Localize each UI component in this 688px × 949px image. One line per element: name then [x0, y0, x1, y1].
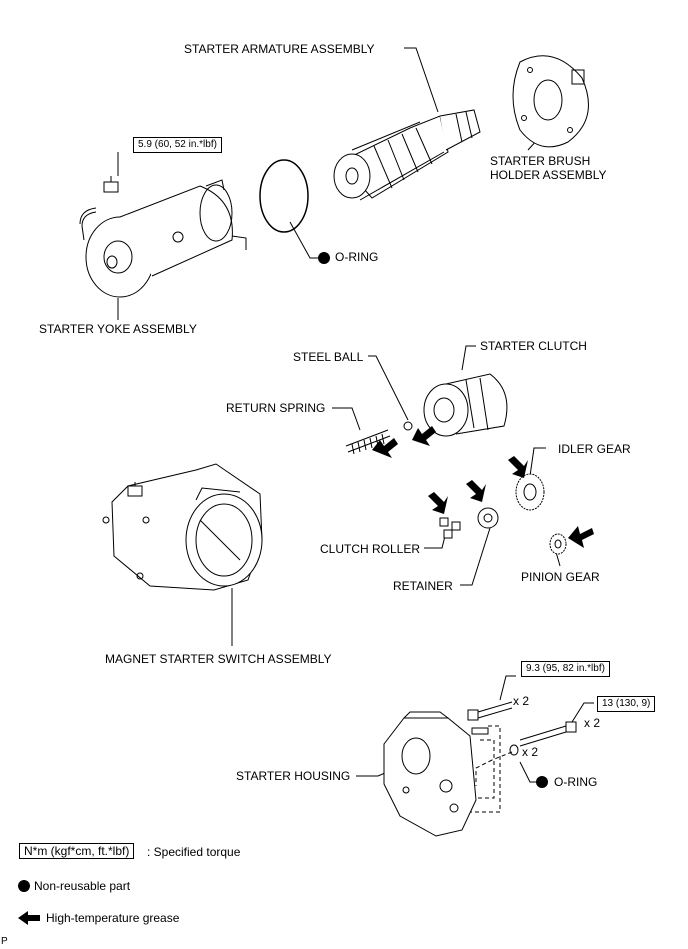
- leader-torque-short: [499, 675, 516, 701]
- legend-torque-unit: N*m (kgf*cm, ft.*lbf): [19, 843, 135, 859]
- pinion-gear-drawing: [549, 533, 567, 555]
- small-bolt-drawing: [471, 727, 489, 735]
- label-magnet-starter-switch-assembly: MAGNET STARTER SWITCH ASSEMBLY: [105, 652, 332, 666]
- label-starter-brush-holder-line1: STARTER BRUSH: [490, 154, 591, 168]
- non-reusable-marker-bottom: [536, 776, 548, 788]
- multiplier-short-bolt: x 2: [513, 694, 530, 708]
- footer-code: P: [1, 936, 8, 947]
- grease-arrow-spring: [372, 438, 398, 458]
- magnet-switch-drawing: [102, 463, 263, 591]
- label-pinion-gear: PINION GEAR: [521, 570, 600, 584]
- leader-o-ring-top: [289, 221, 318, 259]
- label-starter-housing: STARTER HOUSING: [236, 769, 351, 783]
- label-o-ring-top: O-RING: [335, 250, 379, 264]
- label-starter-yoke-assembly: STARTER YOKE ASSEMBLY: [39, 322, 197, 336]
- leader-starter-clutch: [461, 345, 476, 371]
- label-steel-ball: STEEL BALL: [293, 350, 364, 364]
- leader-idler-gear: [529, 447, 546, 477]
- label-idler-gear: IDLER GEAR: [558, 442, 631, 456]
- clutch-roller-drawing: [439, 517, 461, 539]
- legend-grease-arrow: [18, 911, 40, 925]
- label-starter-clutch: STARTER CLUTCH: [480, 339, 587, 353]
- label-clutch-roller: CLUTCH ROLLER: [320, 542, 421, 556]
- leader-clutch-roller: [424, 531, 447, 549]
- grease-arrow-ball: [412, 426, 436, 446]
- o-ring-bottom-drawing: [509, 744, 519, 756]
- return-spring-drawing: [345, 429, 391, 455]
- non-reusable-marker-top: [318, 252, 330, 264]
- long-bolt-drawing: [519, 721, 577, 747]
- grease-arrow-roller: [428, 492, 448, 514]
- leader-torque-long: [571, 702, 594, 723]
- label-starter-brush-holder-line2: HOLDER ASSEMBLY: [490, 168, 607, 182]
- multiplier-o-ring: x 2: [522, 745, 539, 759]
- grease-arrow-pinion: [568, 526, 594, 548]
- legend-non-reusable: Non-reusable part: [34, 879, 131, 893]
- starter-clutch-drawing: [423, 373, 508, 437]
- leader-armature: [404, 47, 439, 113]
- legend-grease: High-temperature grease: [46, 911, 180, 925]
- label-starter-armature-assembly: STARTER ARMATURE ASSEMBLY: [184, 42, 375, 56]
- label-retainer: RETAINER: [393, 579, 453, 593]
- grease-arrow-idler: [508, 456, 528, 478]
- torque-housing-bolt-long: 13 (130, 9): [597, 696, 656, 712]
- starter-housing-drawing: [383, 711, 477, 837]
- torque-housing-bolt-short: 9.3 (95, 82 in.*lbf): [521, 661, 610, 677]
- o-ring-top-drawing: [259, 159, 309, 233]
- idler-gear-drawing: [515, 473, 545, 511]
- legend-torque-desc: : Specified torque: [147, 845, 241, 859]
- starter-yoke-drawing: [79, 176, 247, 298]
- retainer-drawing: [477, 507, 499, 529]
- legend-non-reusable-marker: [18, 880, 30, 892]
- leader-return-spring: [332, 407, 361, 431]
- starter-armature-drawing: [333, 109, 481, 201]
- grease-arrow-retainer: [466, 480, 486, 502]
- steel-ball-drawing: [403, 421, 413, 431]
- label-return-spring: RETURN SPRING: [226, 401, 326, 415]
- label-o-ring-bottom: O-RING: [554, 775, 598, 789]
- leader-retainer: [460, 527, 491, 586]
- leader-steel-ball: [368, 355, 409, 421]
- starter-brush-holder-drawing: [512, 55, 589, 148]
- leader-o-ring-bottom: [519, 761, 536, 783]
- torque-yoke-nut: 5.9 (60, 52 in.*lbf): [133, 137, 222, 153]
- short-bolt-drawing: [467, 701, 513, 721]
- multiplier-long-bolt: x 2: [584, 716, 601, 730]
